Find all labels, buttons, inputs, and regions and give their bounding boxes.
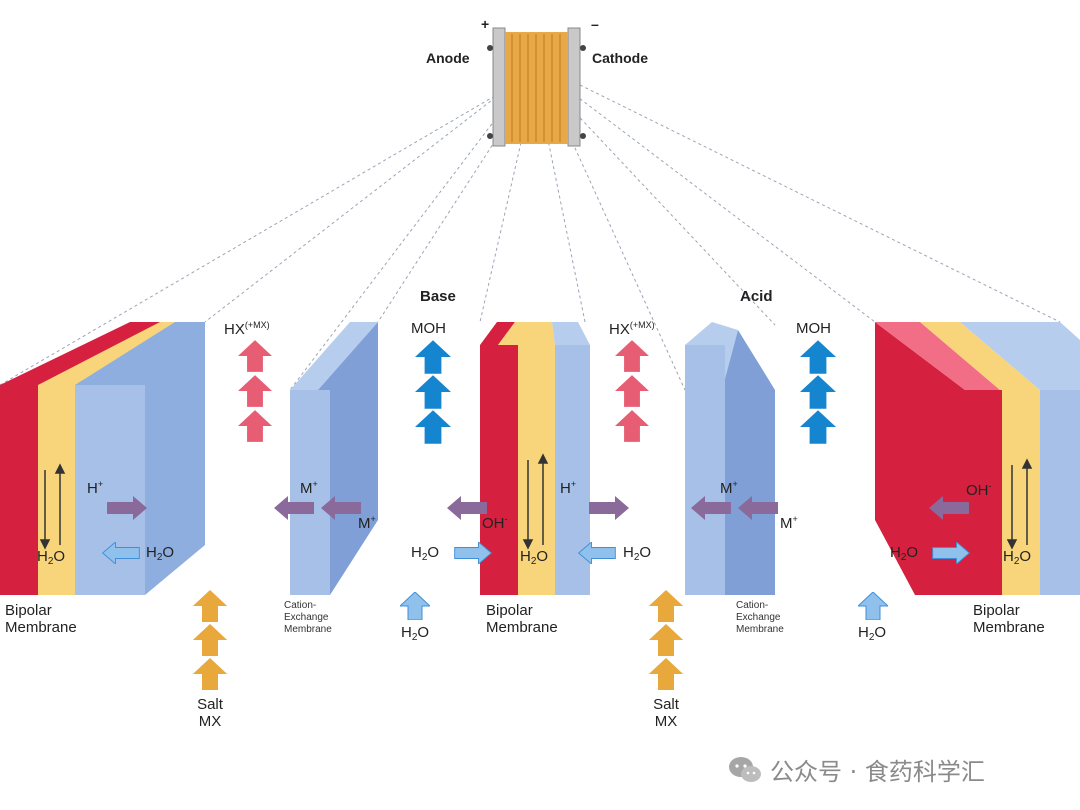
cation-membrane-2 bbox=[685, 322, 775, 595]
hx-arrows-right bbox=[615, 340, 649, 442]
water-label-6: H2O bbox=[890, 544, 919, 563]
h-ion-label-1: H+ bbox=[87, 479, 104, 497]
minus-sign: – bbox=[591, 16, 599, 32]
oh-ion-label-1: OH- bbox=[482, 514, 508, 532]
water-label-9: H2O bbox=[858, 624, 887, 643]
m-ion-label-3: M+ bbox=[720, 479, 738, 497]
m-ion-label-4: M+ bbox=[780, 514, 798, 532]
water-label-1: H2O bbox=[37, 548, 66, 567]
water-label-3: H2O bbox=[411, 544, 440, 563]
base-label: Base bbox=[420, 288, 456, 305]
salt-arrows-left bbox=[192, 590, 228, 690]
hx-label-left: HX(+MX) bbox=[224, 320, 270, 338]
h-ion-label-2: H+ bbox=[560, 479, 577, 497]
anode-label: Anode bbox=[426, 50, 470, 66]
water-label-4: H2O bbox=[520, 548, 549, 567]
hx-label-right: HX(+MX) bbox=[609, 320, 655, 338]
water-label-2: H2O bbox=[146, 544, 175, 563]
cation-membrane-1 bbox=[290, 322, 378, 595]
oh-ion-label-2: OH- bbox=[966, 481, 992, 499]
moh-arrows-right bbox=[800, 340, 836, 444]
moh-label-left: MOH bbox=[411, 320, 446, 337]
plus-sign: + bbox=[481, 16, 490, 32]
cathode-label: Cathode bbox=[592, 50, 648, 66]
water-label-7: H2O bbox=[1003, 548, 1032, 567]
moh-arrows-left bbox=[415, 340, 451, 444]
water-label-8: H2O bbox=[401, 624, 430, 643]
m-ion-label-1: M+ bbox=[300, 479, 318, 497]
hx-arrows-left bbox=[238, 340, 272, 442]
water-label-5: H2O bbox=[623, 544, 652, 563]
acid-label: Acid bbox=[740, 288, 773, 305]
m-ion-label-2: M+ bbox=[358, 514, 376, 532]
fan-lines bbox=[0, 84, 1061, 391]
bipolar-membrane-3 bbox=[875, 322, 1080, 595]
wechat-icon bbox=[729, 756, 761, 782]
bipolar-membrane-1 bbox=[0, 322, 205, 595]
water-feed-arrows bbox=[400, 592, 888, 620]
salt-arrows-right bbox=[648, 590, 684, 690]
watermark-text: 公众号 · 食药科学汇 bbox=[770, 758, 985, 786]
moh-label-right: MOH bbox=[796, 320, 831, 337]
water-split-arrows bbox=[39, 453, 1033, 550]
electrodialysis-stack bbox=[487, 27, 586, 147]
watermark: 公众号 · 食药科学汇 bbox=[728, 752, 985, 787]
